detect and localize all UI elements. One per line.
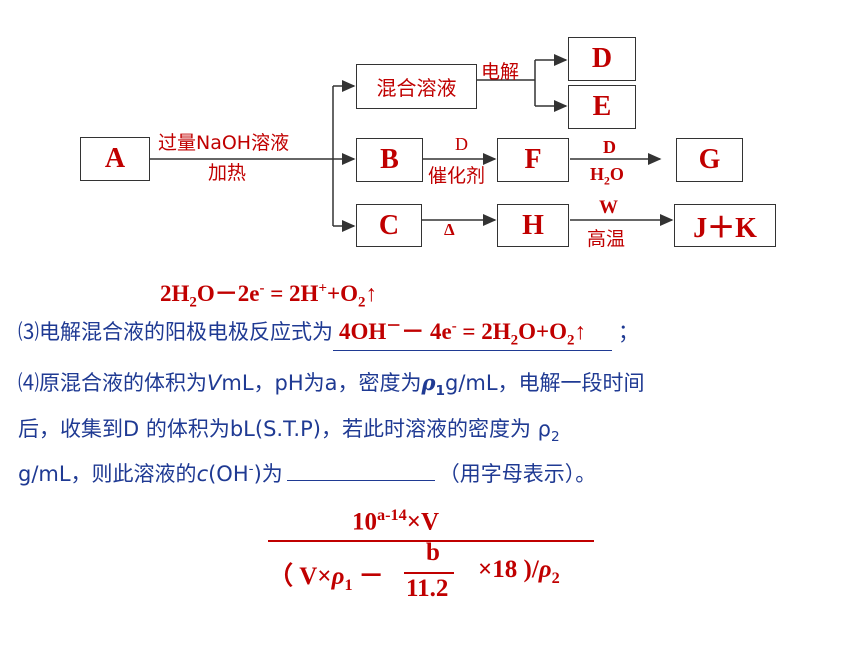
question-4-line-3: g/mL，则此溶液的c(OH-)为（用字母表示）。 [18, 461, 597, 486]
box-e: E [568, 85, 636, 129]
label-excess-naoh: 过量NaOH溶液 [158, 132, 290, 154]
box-a: A [80, 137, 150, 181]
box-mixed-solution: 混合溶液 [356, 64, 477, 109]
answer3-top-equation: 2H2O－2e- = 2H++O2↑ [160, 280, 377, 311]
box-d: D [568, 37, 636, 81]
label-b-f-d: D [455, 134, 468, 154]
fraction-denominator-right: ×18 )/ρ2 [478, 556, 560, 587]
label-f-g-d: D [603, 137, 616, 157]
question-3-text: ⑶电解混合液的阳极电极反应式为 [18, 320, 333, 344]
label-high-temp: 高温 [587, 228, 626, 250]
box-b: B [356, 138, 423, 182]
box-f: F [497, 138, 569, 182]
fraction-numerator: 10a-14×V [352, 506, 440, 536]
box-c: C [356, 204, 422, 247]
label-w: W [599, 197, 618, 218]
label-water: H2O [590, 164, 624, 188]
box-h: H [497, 204, 569, 247]
box-g: G [676, 138, 743, 182]
label-heating: 加热 [208, 162, 247, 184]
question-3-answer: 4OH－－ 4e- = 2H2O+O2↑ [333, 312, 612, 351]
question-4-answer-blank [286, 462, 435, 481]
inner-fraction-numerator: b [426, 539, 440, 566]
question-4-line-2: 后，收集到D 的体积为bL(S.T.P)，若此时溶液的密度为 ρ2 [18, 417, 560, 446]
label-catalyst: 催化剂 [428, 165, 486, 187]
label-electrolysis: 电解 [481, 61, 520, 83]
label-delta: Δ [444, 220, 455, 239]
fraction-denominator-left: （ V×ρ1－ [268, 563, 384, 594]
inner-fraction-denominator: 11.2 [406, 575, 449, 602]
box-jk: J＋K [674, 204, 776, 247]
fraction-bar [268, 540, 594, 542]
inner-fraction-bar [404, 572, 454, 574]
question-4-line-1: ⑷原混合液的体积为VmL，pH为a，密度为ρ1g/mL，电解一段时间 [18, 370, 645, 400]
